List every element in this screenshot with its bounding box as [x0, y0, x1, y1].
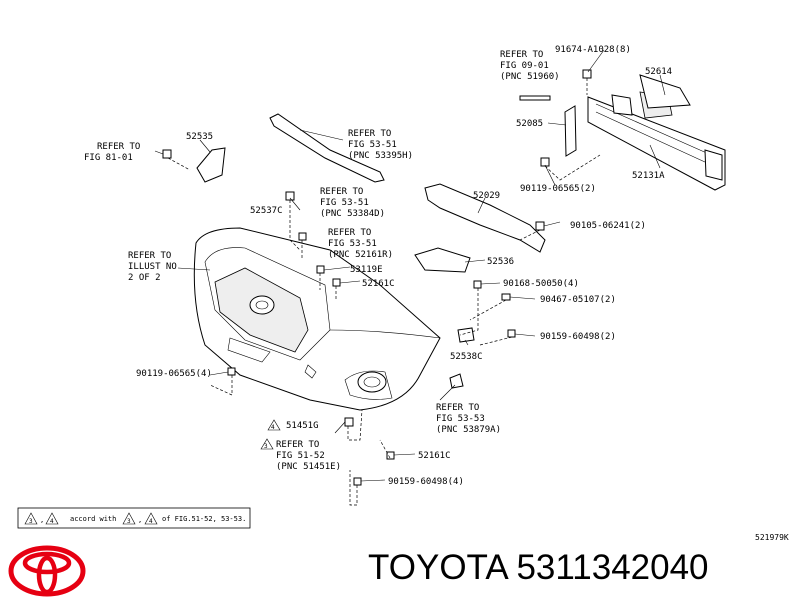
refer-label: (PNC 53879A) [436, 425, 501, 435]
note-number: 3 [29, 518, 33, 525]
part-number: 52131A [632, 171, 665, 181]
bumper-reinforcement [587, 91, 726, 191]
refer-label: REFER TO [500, 50, 543, 60]
refer-label: ILLUST NO [128, 262, 177, 272]
triangle-icon [260, 438, 274, 450]
refer-label: REFER TO [276, 440, 319, 450]
leader-lines [154, 49, 666, 482]
part-number: 51451G [286, 421, 319, 431]
part-number: 53119E [350, 265, 383, 275]
part-number: 52535 [186, 132, 213, 142]
refer-label: FIG 53-51 [348, 140, 397, 150]
triangle-icon [267, 419, 281, 431]
triangle-icon [45, 512, 59, 525]
part-number: 52161C [418, 451, 451, 461]
triangle-icon [144, 512, 158, 525]
triangle-number: 3 [264, 443, 268, 450]
refer-label: FIG 53-51 [320, 198, 369, 208]
clip-52538c [457, 327, 475, 343]
part-number: 90159-60498(2) [540, 332, 616, 342]
refer-label: REFER TO [348, 129, 391, 139]
part-number: 90105-06241(2) [570, 221, 646, 231]
refer-label: FIG 09-01 [500, 61, 549, 71]
part-number: 90119-06565(4) [136, 369, 212, 379]
brand-part-number: TOYOTA 5311342040 [368, 548, 709, 587]
note-number: 4 [149, 518, 153, 525]
triangle-number: 4 [271, 424, 275, 431]
refer-label: FIG 51-52 [276, 451, 325, 461]
notes-box: 3 , 4 accord with 3 , 4 of FIG.51-52, 53… [17, 507, 251, 529]
part-number: 52614 [645, 67, 672, 77]
note-text: accord with [70, 515, 116, 523]
assembly-lines [167, 78, 601, 506]
clip-53879a [449, 373, 464, 389]
refer-label: REFER TO [436, 403, 479, 413]
part-number: 90168-50050(4) [503, 279, 579, 289]
bracket-52536 [414, 247, 471, 273]
refer-label: REFER TO [320, 187, 363, 197]
refer-label: REFER TO [328, 228, 371, 238]
note-text: of FIG.51-52, 53-53. [162, 515, 246, 523]
triangle-icon [122, 512, 136, 525]
refer-label: (PNC 53384D) [320, 209, 385, 219]
part-number: 90159-60498(4) [388, 477, 464, 487]
bumper-cover [193, 227, 441, 411]
refer-label: 2 OF 2 [128, 273, 161, 283]
part-number: 91674-A1028(8) [555, 45, 631, 55]
triangle-icon [24, 512, 38, 525]
part-number: 52161C [362, 279, 395, 289]
diagram-code: 521979K [755, 533, 789, 542]
seal-53395h [269, 113, 385, 183]
absorber-52029 [424, 183, 546, 253]
refer-label: FIG 81-01 [84, 153, 133, 163]
toyota-logo-icon [8, 545, 86, 597]
refer-label: (PNC 53395H) [348, 151, 413, 161]
note-number: 3 [127, 518, 131, 525]
refer-label: REFER TO [128, 251, 171, 261]
triangle-markers: 4 3 [260, 419, 281, 450]
part-number: 52538C [450, 352, 483, 362]
refer-label: (PNC 52161R) [328, 250, 393, 260]
note-number: 4 [50, 518, 54, 525]
part-number: 52085 [516, 119, 543, 129]
bracket-52535 [196, 147, 226, 183]
refer-label: (PNC 51451E) [276, 462, 341, 472]
refer-label: FIG 53-53 [436, 414, 485, 424]
part-number: 52536 [487, 257, 514, 267]
part-number: 90119-06565(2) [520, 184, 596, 194]
part-number: 52029 [473, 191, 500, 201]
side-bracket-52085 [564, 105, 577, 157]
part-number: 52537C [250, 206, 283, 216]
refer-label: FIG 53-51 [328, 239, 377, 249]
callout-labels: REFER TO FIG 09-01 (PNC 51960) 91674-A10… [84, 45, 672, 487]
part-number: 90467-05107(2) [540, 295, 616, 305]
svg-text:,: , [40, 516, 44, 524]
refer-label: (PNC 51960) [500, 72, 560, 82]
svg-text:,: , [138, 516, 142, 524]
refer-label: REFER TO [97, 142, 140, 152]
